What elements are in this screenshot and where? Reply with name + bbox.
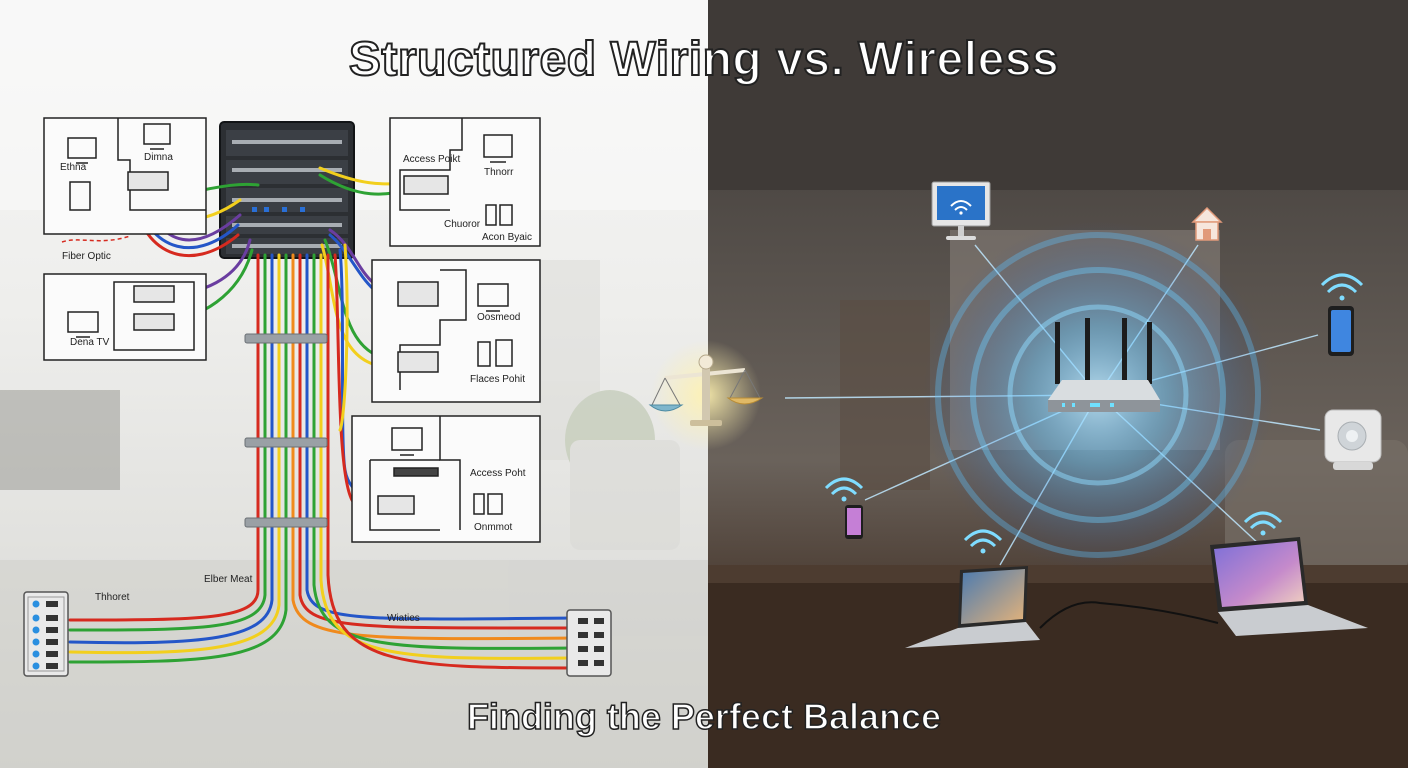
- monitor-device: [931, 181, 991, 240]
- smart-speaker-device: [1324, 409, 1382, 470]
- wifi-ring-middle: [970, 267, 1226, 523]
- laptop-right-base: [1218, 605, 1368, 636]
- label-dena-tv: Dena TV: [70, 337, 110, 348]
- cable-green-trunk-right: [312, 253, 574, 650]
- label-chuoror: Chuoror: [444, 219, 481, 230]
- wifi-ring-outer: [935, 232, 1261, 558]
- laptop-left-device: [905, 529, 1040, 648]
- laptop-left-base: [905, 622, 1040, 648]
- balance-scale-icon: [648, 340, 764, 450]
- router-led-4: [1110, 403, 1114, 407]
- cable-yellow-trunk-left: [68, 253, 281, 655]
- room-box-2: [389, 117, 541, 247]
- label-fiber-optic: Fiber Optic: [62, 251, 111, 262]
- router-antenna-4: [1147, 322, 1152, 384]
- laptop-left-wifi-icon: [963, 529, 1003, 542]
- left-chair: [570, 440, 680, 550]
- label-onmmot: Onmmot: [474, 522, 513, 533]
- router-top: [1048, 380, 1160, 400]
- label-dimna: Dimna: [144, 152, 173, 163]
- cable-red-trunk-right: [298, 253, 574, 630]
- label-elber-meat: Elber Meat: [204, 574, 253, 585]
- room-box-4: [371, 259, 541, 403]
- page-subtitle: Finding the Perfect Balance: [466, 695, 942, 738]
- cable-clamps: [244, 333, 328, 528]
- scale-left-pan: [648, 404, 684, 412]
- laptop-right-wifi-icon: [1243, 511, 1283, 524]
- room-box-3: [43, 273, 207, 361]
- cable-green2-trunk-left: [68, 253, 288, 664]
- cable-green-trunk-left: [68, 253, 267, 632]
- wireless-router: [1048, 318, 1160, 412]
- laptop-left-screen: [961, 569, 1025, 624]
- laptop-right-screen: [1214, 541, 1304, 607]
- router-antenna-2: [1085, 318, 1090, 380]
- label-ethna: Ethna: [60, 162, 87, 173]
- scale-right-pan: [726, 397, 764, 405]
- wall-plate-left: [23, 591, 69, 677]
- laptop-right-device: [1210, 511, 1368, 636]
- label-wiaties: Wiaties: [387, 613, 420, 624]
- monitor-wifi-icon: [950, 200, 972, 207]
- label-thhoret: Thhoret: [95, 592, 130, 603]
- small-phone-device: [824, 477, 864, 539]
- left-tv-silhouette: [0, 390, 120, 490]
- label-acon-byaic: Acon Byaic: [482, 232, 532, 243]
- laptop-charging-cable: [1039, 601, 1219, 629]
- room-box-1: [43, 117, 207, 235]
- monitor-stand: [946, 236, 976, 240]
- right-shelf: [840, 300, 930, 490]
- router-led-1: [1062, 403, 1065, 407]
- small-phone-wifi-icon: [824, 477, 864, 490]
- monitor-screen: [937, 186, 985, 220]
- cable-yellow-trunk-right: [319, 253, 574, 660]
- right-ceiling: [708, 0, 1408, 190]
- router-led-2: [1072, 403, 1075, 407]
- network-rack: [219, 121, 355, 259]
- router-antenna-3: [1122, 318, 1127, 380]
- wall-plate-right: [566, 609, 612, 677]
- wifi-ring-inner: [1007, 304, 1189, 486]
- router-antenna-1: [1055, 322, 1060, 384]
- label-oosmeod: Oosmeod: [477, 312, 520, 323]
- room-box-5: [351, 415, 541, 543]
- phone-screen: [1331, 310, 1351, 352]
- cable-clamp-3: [244, 517, 328, 528]
- label-thnorr: Thnorr: [484, 167, 514, 178]
- cable-red2-trunk-right: [326, 253, 574, 670]
- phone-wifi-icon: [1320, 273, 1364, 287]
- cable-blue-trunk-left: [68, 253, 274, 645]
- label-access-poht: Access Poht: [470, 468, 526, 479]
- label-access-poikt: Access Poikt: [403, 154, 460, 165]
- smartphone-device: [1320, 273, 1364, 356]
- label-flaces-pohit: Flaces Pohit: [470, 374, 525, 385]
- cable-clamp-1: [244, 333, 328, 344]
- router-front: [1048, 400, 1160, 412]
- fiber-optic-cable: [61, 235, 131, 243]
- router-led-3: [1090, 403, 1100, 407]
- cable-clamp-2: [244, 437, 328, 448]
- page-title: Structured Wiring vs. Wireless: [348, 32, 1060, 87]
- smart-home-icon: [1191, 206, 1223, 241]
- cable-red-trunk-left: [68, 253, 260, 622]
- cable-blue-trunk-right: [305, 253, 574, 621]
- cable-yellow-drop: [338, 243, 349, 432]
